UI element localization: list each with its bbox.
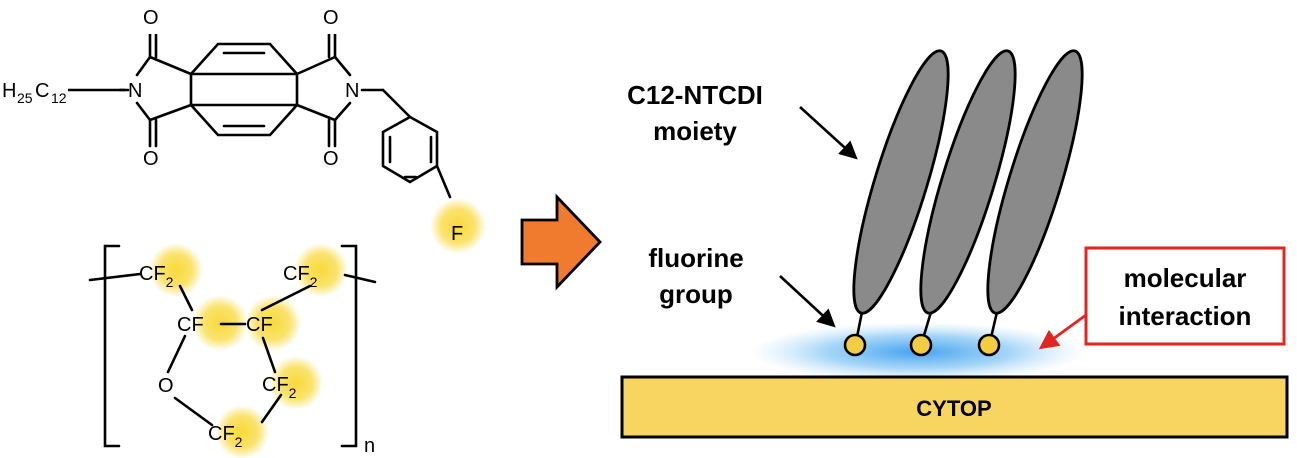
cytop-polymer: CF2 CF2 CF CF O CF2 CF2 n — [88, 243, 377, 458]
molecule-ellipse-2 — [919, 49, 1017, 315]
cf2-label-ring: CF2 — [262, 374, 297, 401]
molecule-ellipse-3 — [986, 49, 1084, 315]
molecule-ellipse-1 — [852, 49, 950, 315]
ntcdi-molecule: O O O O N N F H 25 C 12 — [2, 7, 486, 254]
fluorine-arrow — [779, 275, 836, 328]
cf2-label-right: CF2 — [283, 263, 318, 290]
hydrogen-label: H — [2, 80, 16, 102]
cf2-label-bottom: CF2 — [208, 423, 243, 450]
cf-label-right: CF — [246, 314, 273, 336]
moiety-label-line2: moiety — [653, 116, 737, 146]
polymer-labels: CF2 CF2 CF CF O CF2 CF2 n — [139, 263, 375, 457]
moiety-arrow — [799, 106, 858, 160]
cf-label-left: CF — [177, 314, 204, 336]
carbon-count: 12 — [51, 90, 67, 106]
molecule-labels: O O O O N N F H 25 C 12 — [2, 7, 463, 245]
fluorine-label-line1: fluorine — [648, 243, 743, 273]
oxygen-label-bottom-right: O — [323, 148, 339, 170]
oxygen-label-top-left: O — [143, 7, 159, 29]
interaction-label-line1: molecular — [1124, 263, 1247, 293]
interaction-label-line2: interaction — [1119, 301, 1252, 331]
block-arrow-icon — [520, 193, 602, 291]
fluorine-label-line2: group — [659, 279, 733, 309]
interface-schematic: CYTOP C12-NTCDI moiety fluorine group mo… — [620, 49, 1289, 439]
hydrogen-count: 25 — [17, 90, 33, 106]
repeat-unit-n: n — [364, 435, 375, 457]
fluorine-label: F — [451, 223, 463, 245]
moiety-label-line1: C12-NTCDI — [627, 80, 763, 110]
carbon-label: C — [35, 80, 49, 102]
interaction-arrow — [1038, 313, 1087, 350]
cytop-substrate — [620, 375, 1289, 439]
substrate-label: CYTOP — [916, 396, 991, 421]
oxygen-label-top-right: O — [323, 7, 339, 29]
fluorine-bead-3 — [977, 333, 1001, 357]
fluorine-bead-1 — [843, 333, 867, 357]
nitrogen-label-right: N — [345, 80, 359, 102]
nitrogen-label-left: N — [128, 80, 142, 102]
fluorine-bead-2 — [909, 333, 933, 357]
interaction-callout-box — [1084, 246, 1286, 346]
ring-oxygen-label: O — [158, 375, 174, 397]
cf2-label-left: CF2 — [139, 263, 174, 290]
oxygen-label-bottom-left: O — [143, 148, 159, 170]
